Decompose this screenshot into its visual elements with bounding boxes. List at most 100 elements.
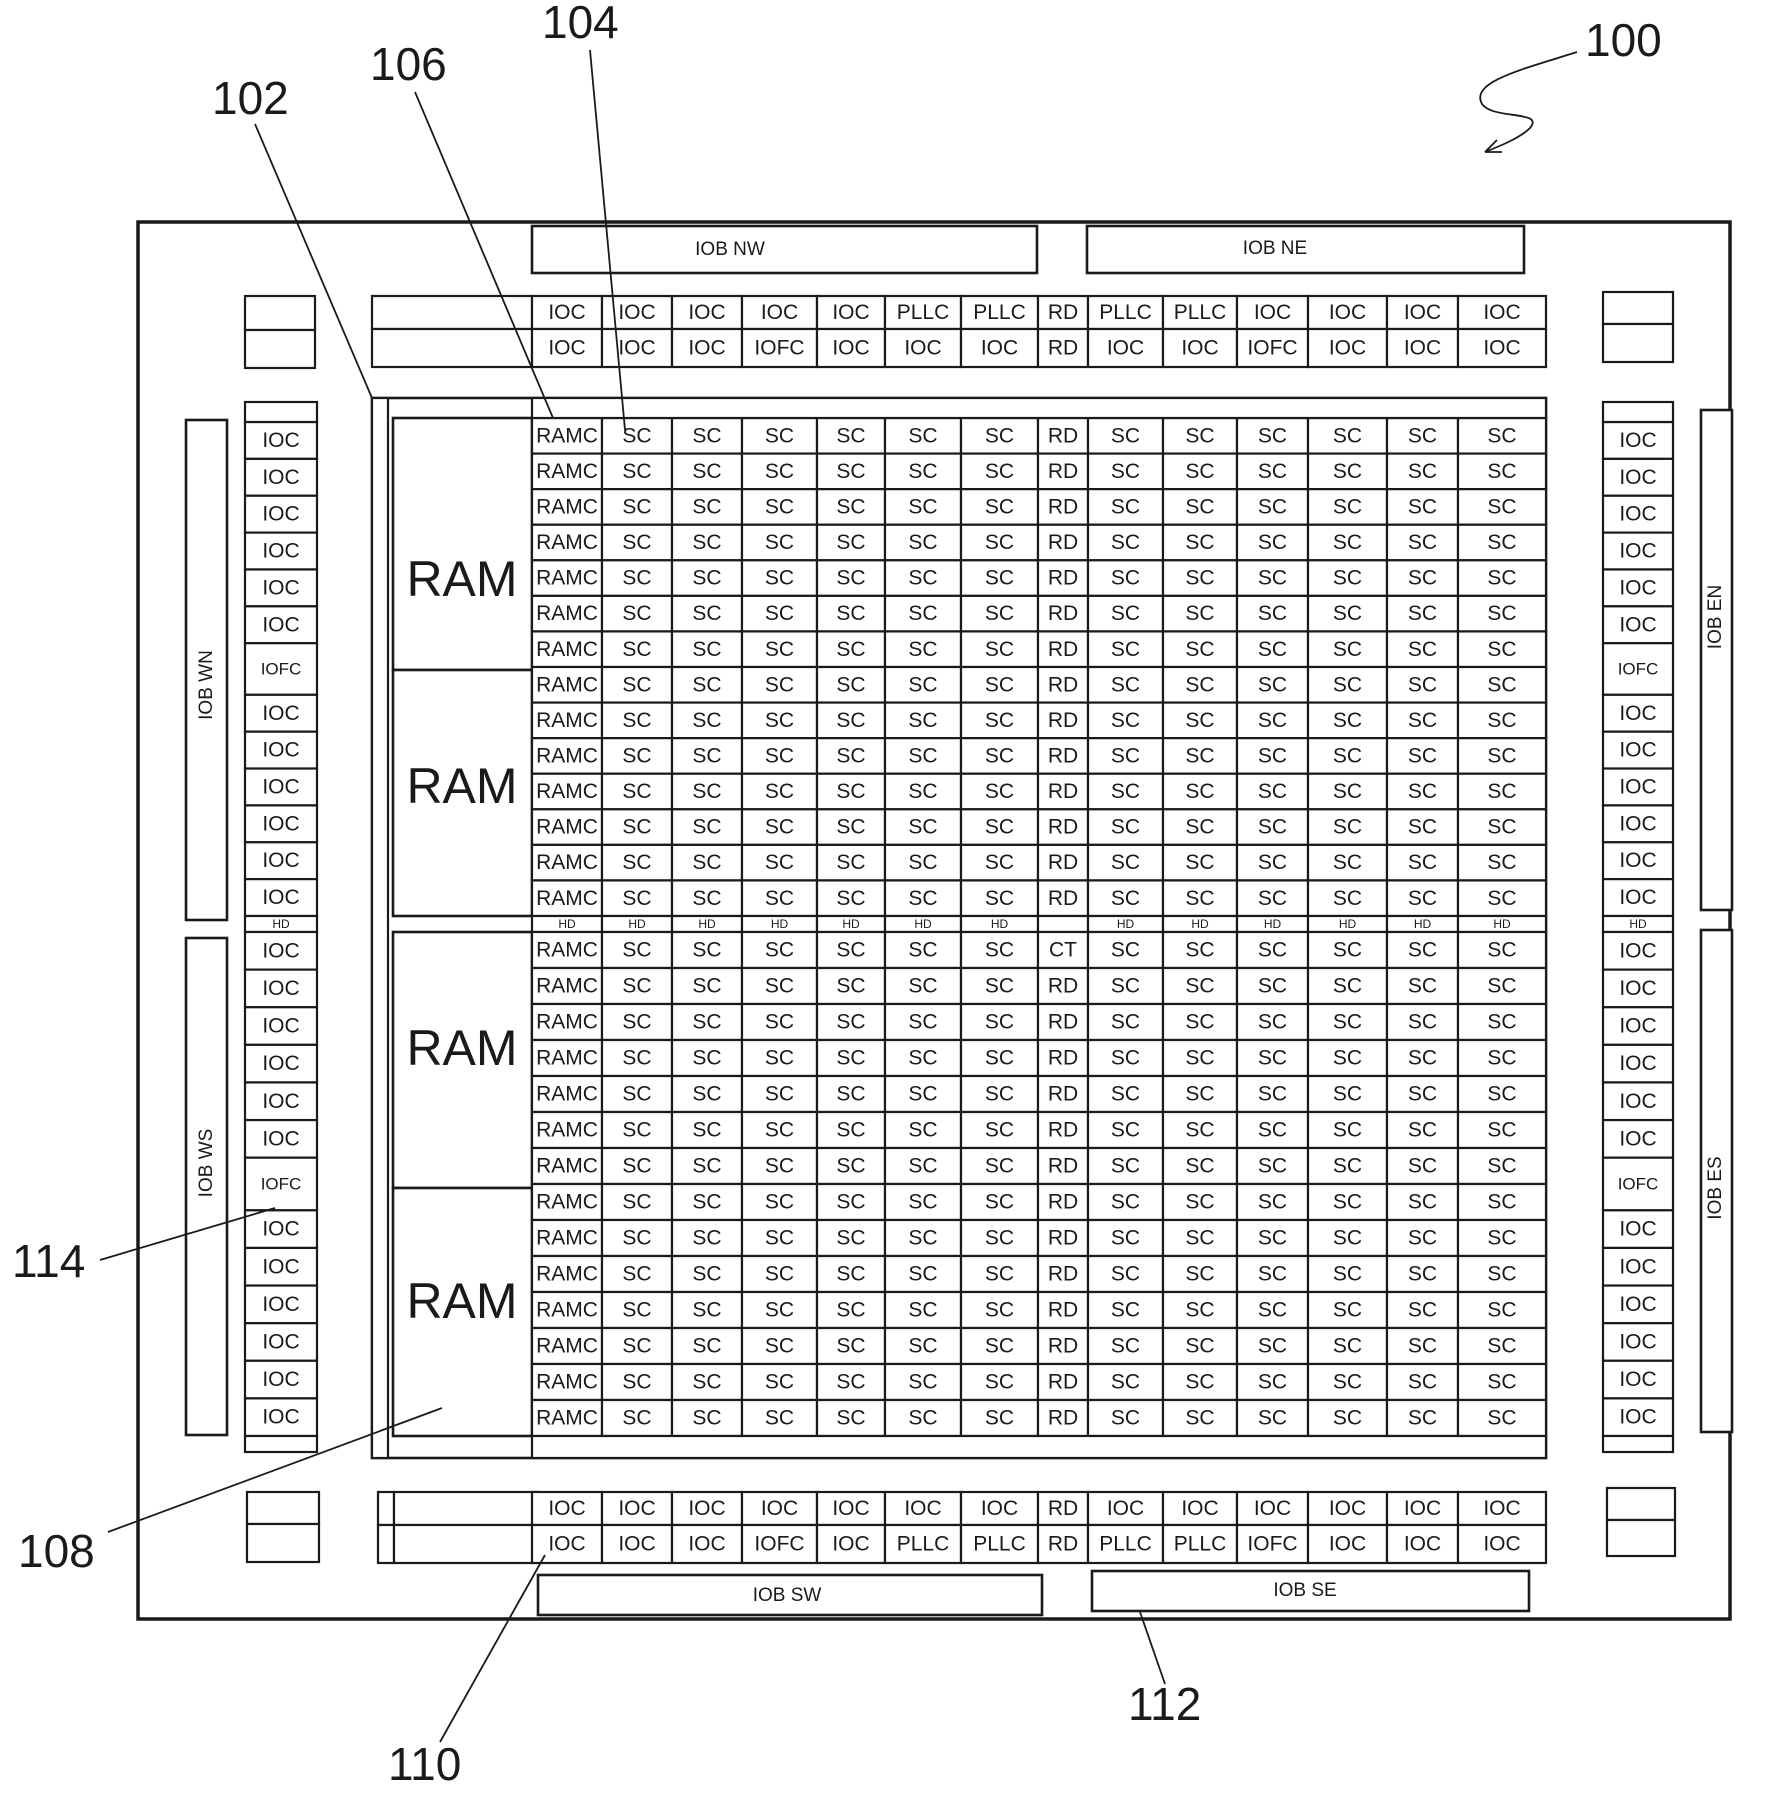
core-sc-cell: SC bbox=[885, 932, 961, 968]
left-col-ioc-cell-label: IOC bbox=[262, 1368, 299, 1391]
right-col-ioc-cell: IOC bbox=[1603, 1286, 1673, 1324]
core-sc-cell-label: SC bbox=[1333, 495, 1362, 518]
core-sc-cell: SC bbox=[602, 1256, 672, 1292]
core-sc-cell: SC bbox=[817, 1220, 885, 1256]
core-sc-cell: SC bbox=[742, 631, 817, 667]
core-sc-cell: SC bbox=[817, 932, 885, 968]
core-sc-cell-label: SC bbox=[1487, 780, 1516, 803]
core-top-rail-box bbox=[532, 398, 1546, 418]
right-col-ioc-cell: IOC bbox=[1603, 769, 1673, 806]
core-sc-cell: SC bbox=[961, 774, 1038, 810]
core-ramc-cell-label: RAMC bbox=[536, 1047, 598, 1070]
core-top-rail bbox=[532, 398, 1546, 418]
core-sc-cell: SC bbox=[961, 489, 1038, 525]
core-sc-cell: SC bbox=[1237, 774, 1308, 810]
core-sc-cell-label: SC bbox=[692, 975, 721, 998]
left-col-ioc-cell-label: IOC bbox=[262, 776, 299, 799]
right-col-ioc-cell: IOC bbox=[1603, 805, 1673, 842]
core-sc-cell: SC bbox=[817, 1400, 885, 1436]
core-sc-cell: SC bbox=[1163, 1364, 1237, 1400]
core-sc-cell-label: SC bbox=[622, 887, 651, 910]
core-sc-cell-label: SC bbox=[836, 567, 865, 590]
right-col-ioc-cell: IOC bbox=[1603, 695, 1673, 732]
core-sc-cell-label: SC bbox=[1333, 1299, 1362, 1322]
core-sc-cell: SC bbox=[1458, 489, 1546, 525]
core-sc-cell-label: SC bbox=[1487, 495, 1516, 518]
core-sc-cell-label: SC bbox=[836, 1227, 865, 1250]
core-sc-cell-label: SC bbox=[908, 816, 937, 839]
core-sc-cell-label: SC bbox=[1333, 567, 1362, 590]
core-sc-cell: SC bbox=[1458, 1220, 1546, 1256]
core-sc-cell-label: SC bbox=[1487, 1407, 1516, 1430]
core-sc-cell-label: SC bbox=[1111, 1119, 1140, 1142]
core-sc-cell-label: SC bbox=[985, 939, 1014, 962]
core-sc-cell: SC bbox=[1237, 1292, 1308, 1328]
core-sc-cell-label: SC bbox=[985, 460, 1014, 483]
top-ioc-cell: IOC bbox=[1458, 329, 1546, 367]
core-ramc-cell: RAMC bbox=[532, 1112, 602, 1148]
core-sc-cell: SC bbox=[1163, 1184, 1237, 1220]
core-sc-cell-label: SC bbox=[1408, 1119, 1437, 1142]
bottom-ioc-cell: IOC bbox=[672, 1492, 742, 1525]
left-col-ioc-cell-label: IOC bbox=[262, 1052, 299, 1075]
core-sc-cell-label: SC bbox=[985, 851, 1014, 874]
top-ioc-cell: IOC bbox=[885, 329, 961, 367]
core-sc-cell-label: SC bbox=[765, 816, 794, 839]
core-sc-cell-label: SC bbox=[1111, 1011, 1140, 1034]
core-sc-cell-label: SC bbox=[908, 495, 937, 518]
core-sc-cell-label: SC bbox=[765, 1047, 794, 1070]
core-sc-cell: SC bbox=[1163, 418, 1237, 454]
core-sc-cell: SC bbox=[1458, 1328, 1546, 1364]
core-ramc-cell: RAMC bbox=[532, 1364, 602, 1400]
core-ramc-cell-label: RAMC bbox=[536, 1299, 598, 1322]
iob-en-label: IOB EN bbox=[1705, 585, 1726, 649]
core-sc-cell-label: SC bbox=[908, 1335, 937, 1358]
core-sc-cell-label: SC bbox=[1258, 780, 1287, 803]
core-sc-cell: SC bbox=[672, 1256, 742, 1292]
top-ioc-cell: IOC bbox=[817, 329, 885, 367]
core-rd-cell-label: RD bbox=[1048, 1191, 1078, 1214]
hd-cell: HD bbox=[1163, 916, 1237, 932]
hd-cell-label: HD bbox=[558, 917, 576, 931]
core-sc-cell: SC bbox=[1458, 418, 1546, 454]
core-ramc-cell-label: RAMC bbox=[536, 1191, 598, 1214]
top-ioc-cell: IOC bbox=[1237, 296, 1308, 329]
core-sc-cell-label: SC bbox=[1111, 816, 1140, 839]
core-sc-cell-label: SC bbox=[1487, 1191, 1516, 1214]
core-rd-cell: RD bbox=[1038, 1220, 1088, 1256]
core-sc-cell: SC bbox=[742, 1148, 817, 1184]
core-sc-cell: SC bbox=[885, 1076, 961, 1112]
hd-cell-label: HD bbox=[698, 917, 716, 931]
core-sc-cell-label: SC bbox=[765, 531, 794, 554]
core-rd-cell: RD bbox=[1038, 1004, 1088, 1040]
core-sc-cell-label: SC bbox=[1333, 851, 1362, 874]
ram-block-4: RAM bbox=[393, 1188, 532, 1436]
hd-cell-label: HD bbox=[628, 917, 646, 931]
core-sc-cell-label: SC bbox=[1408, 1191, 1437, 1214]
core-sc-cell: SC bbox=[885, 489, 961, 525]
core-sc-cell-label: SC bbox=[1333, 460, 1362, 483]
right-col-bottom-cap-box bbox=[1603, 1436, 1673, 1452]
core-sc-cell: SC bbox=[1387, 1400, 1458, 1436]
right-col-ioc-cell: IOC bbox=[1603, 879, 1673, 916]
core-sc-cell-label: SC bbox=[692, 531, 721, 554]
core-sc-cell-label: SC bbox=[1333, 1155, 1362, 1178]
left-col-ioc-cell: IOC bbox=[245, 1248, 317, 1286]
core-sc-cell: SC bbox=[817, 1256, 885, 1292]
core-rd-cell: RD bbox=[1038, 738, 1088, 774]
core-ramc-cell-label: RAMC bbox=[536, 424, 598, 447]
ref-110: 110 bbox=[388, 1738, 461, 1790]
core-ct-cell-label: CT bbox=[1049, 939, 1077, 962]
core-rd-cell: RD bbox=[1038, 596, 1088, 632]
left-col-bottom-cap-box bbox=[245, 1436, 317, 1452]
top-pllc-cell: PLLC bbox=[961, 296, 1038, 329]
core-sc-cell: SC bbox=[1308, 454, 1387, 490]
bottom-rd-cell-label: RD bbox=[1048, 1497, 1078, 1520]
core-sc-cell-label: SC bbox=[836, 1011, 865, 1034]
core-ramc-cell-label: RAMC bbox=[536, 887, 598, 910]
core-sc-cell-label: SC bbox=[1185, 744, 1214, 767]
core-sc-cell-label: SC bbox=[692, 816, 721, 839]
core-sc-cell: SC bbox=[672, 809, 742, 845]
core-sc-cell-label: SC bbox=[1185, 816, 1214, 839]
core-sc-cell: SC bbox=[885, 454, 961, 490]
